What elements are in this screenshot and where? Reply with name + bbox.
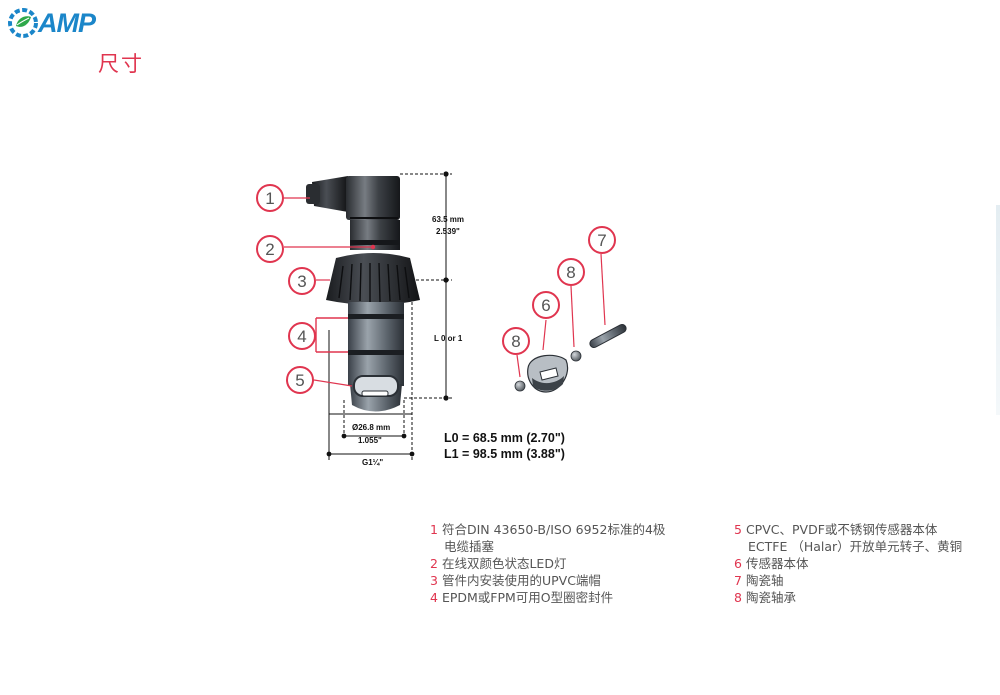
svg-text:8: 8 (566, 263, 575, 282)
edge-strip (996, 205, 1000, 415)
svg-text:3: 3 (297, 272, 306, 291)
callout-7: 7 (588, 226, 616, 254)
o-ring-bracket (315, 317, 348, 353)
callout-1: 1 (256, 184, 284, 212)
callout-8-left: 8 (502, 327, 530, 355)
svg-text:2: 2 (265, 240, 274, 259)
legend-item-continued: 电缆插塞 (444, 539, 495, 554)
status-led (370, 244, 376, 250)
gear-leaf-logo-icon (8, 8, 38, 38)
legend-item-continued: ECTFE （Halar）开放单元转子、黄铜 (748, 539, 963, 554)
callout-4: 4 (288, 322, 316, 350)
sensor-neck (350, 220, 400, 250)
connector-plug (306, 176, 400, 220)
brand-logo: AMP (6, 6, 96, 40)
callout-6: 6 (532, 291, 560, 319)
dim-diameter-mm: Ø26.8 mm (352, 423, 390, 432)
callout-3: 3 (288, 267, 316, 295)
length-l0: L0 = 68.5 mm (2.70") (444, 431, 565, 445)
svg-text:1: 1 (265, 189, 274, 208)
section-title: 尺寸 (98, 52, 144, 76)
dim-top-mm: 63.5 mm (432, 215, 464, 224)
dim-length: L 0 or 1 (434, 334, 463, 343)
bearing-left (514, 380, 526, 392)
callout-group: 1 2 3 4 5 6 7 8 (256, 184, 616, 394)
svg-text:8: 8 (511, 332, 520, 351)
bearing-right (570, 350, 582, 362)
o-ring-1 (348, 314, 404, 319)
svg-text:6: 6 (541, 296, 550, 315)
dim-top-in: 2.539" (436, 227, 460, 236)
svg-text:7: 7 (597, 231, 606, 250)
length-l1: L1 = 98.5 mm (3.88") (444, 447, 565, 461)
o-ring-2 (348, 350, 404, 355)
logo-text: AMP (38, 7, 96, 38)
callout-8-right: 8 (557, 258, 585, 286)
svg-text:4: 4 (297, 327, 306, 346)
length-values: L0 = 68.5 mm (2.70") L1 = 98.5 mm (3.88"… (444, 430, 565, 462)
rotor-parts (514, 323, 627, 393)
callout-2: 2 (256, 235, 284, 263)
dim-thread: G1¼" (362, 458, 383, 467)
leader-lines (284, 197, 606, 387)
svg-text:5: 5 (295, 371, 304, 390)
dim-diameter-in: 1.055" (358, 436, 382, 445)
callout-5: 5 (286, 366, 314, 394)
ceramic-shaft (589, 323, 627, 349)
